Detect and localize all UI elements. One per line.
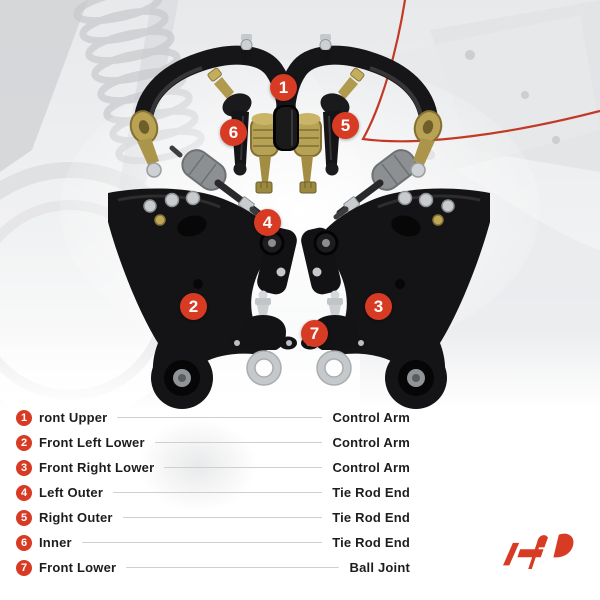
legend-label: Front Left Lower (39, 435, 145, 450)
legend-number-badge: 1 (16, 409, 32, 426)
brand-logo (493, 524, 585, 578)
legend-number-badge: 3 (16, 459, 32, 476)
legend-row: 7 Front Lower Ball Joint (16, 555, 410, 580)
leader-line (164, 467, 323, 468)
legend-number-badge: 6 (16, 534, 32, 551)
legend-value: Tie Rod End (332, 485, 410, 500)
parts-legend: 1 ront Upper Control Arm 2 Front Left Lo… (16, 405, 410, 580)
legend-label: ront Upper (39, 410, 108, 425)
legend-number-badge: 4 (16, 484, 32, 501)
legend-row: 5 Right Outer Tie Rod End (16, 505, 410, 530)
legend-row: 3 Front Right Lower Control Arm (16, 455, 410, 480)
leader-line (117, 417, 323, 418)
legend-row: 6 Inner Tie Rod End (16, 530, 410, 555)
legend-label: Left Outer (39, 485, 104, 500)
legend-row: 4 Left Outer Tie Rod End (16, 480, 410, 505)
callout-7: 7 (301, 320, 328, 347)
callout-2: 2 (180, 293, 207, 320)
lower-control-arm-right (299, 145, 490, 409)
photo-shock-tower (0, 0, 88, 172)
legend-row: 2 Front Left Lower Control Arm (16, 430, 410, 455)
callout-6: 6 (220, 119, 247, 146)
legend-value: Tie Rod End (332, 510, 410, 525)
legend-value: Control Arm (332, 410, 410, 425)
legend-number-badge: 7 (16, 559, 32, 576)
legend-label: Right Outer (39, 510, 113, 525)
callout-1: 1 (270, 74, 297, 101)
legend-value: Tie Rod End (332, 535, 410, 550)
legend-label: Front Lower (39, 560, 117, 575)
legend-label: Inner (39, 535, 72, 550)
leader-line (81, 542, 323, 543)
leader-line (122, 517, 323, 518)
legend-row: 1 ront Upper Control Arm (16, 405, 410, 430)
legend-number-badge: 5 (16, 509, 32, 526)
callout-4: 4 (254, 209, 281, 236)
legend-number-badge: 2 (16, 434, 32, 451)
ap-logo-icon (503, 533, 574, 569)
leader-line (154, 442, 323, 443)
leader-line (113, 492, 323, 493)
leader-line (126, 567, 340, 568)
legend-value: Ball Joint (349, 560, 410, 575)
upper-control-arm-right (275, 34, 445, 193)
legend-label: Front Right Lower (39, 460, 155, 475)
legend-value: Control Arm (332, 435, 410, 450)
callout-3: 3 (365, 293, 392, 320)
callout-5: 5 (332, 112, 359, 139)
legend-value: Control Arm (332, 460, 410, 475)
